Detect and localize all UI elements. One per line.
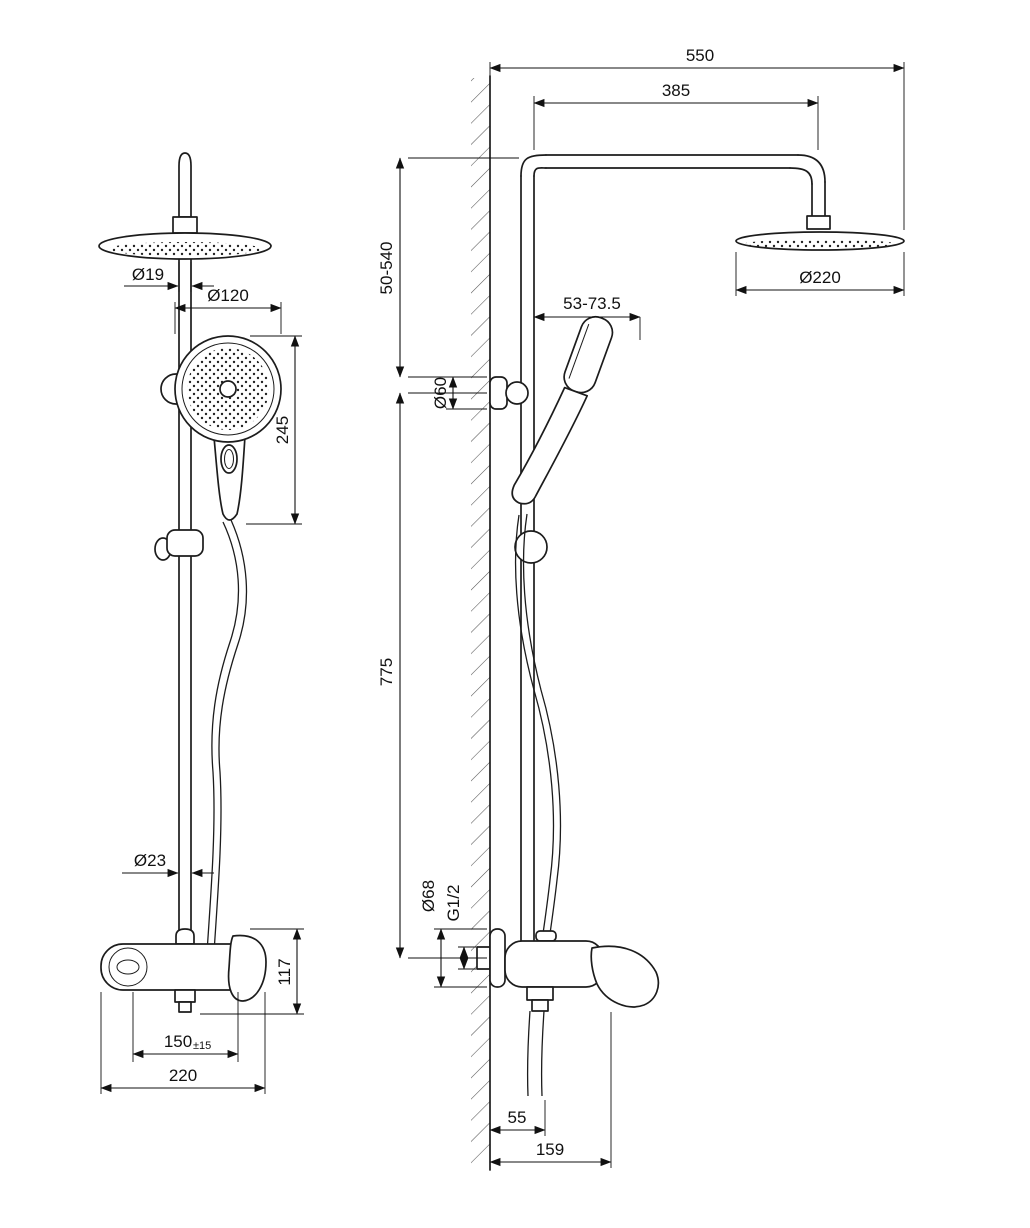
dim-inlet-spacing: 150 ±15 xyxy=(132,992,239,1062)
shower-hose-front xyxy=(206,519,248,953)
dim-label-245: 245 xyxy=(273,416,292,444)
dim-label-159: 159 xyxy=(536,1140,564,1159)
dim-mixer-width: 220 xyxy=(100,992,266,1094)
dim-thread: G1/2 xyxy=(444,885,476,970)
dim-label-d68: Ø68 xyxy=(419,880,438,912)
wall xyxy=(471,75,491,1171)
slide-knob-side xyxy=(514,530,548,564)
rain-shower-head-side xyxy=(735,231,905,251)
dim-label-117: 117 xyxy=(275,958,294,985)
dim-label-220: 220 xyxy=(169,1066,197,1085)
mixer-front xyxy=(100,928,267,1013)
outlet-nut xyxy=(174,989,196,1003)
shower-hose-side xyxy=(514,513,562,986)
mixer-lever-side xyxy=(590,945,660,1008)
dim-mixer-height: 117 xyxy=(200,928,304,1015)
hand-shower-front xyxy=(160,335,282,521)
mixer-side xyxy=(476,928,660,1097)
dim-depth-55: 55 xyxy=(489,1100,546,1136)
dim-label-g12: G1/2 xyxy=(444,885,463,922)
dim-inlet-diameter: Ø19 xyxy=(124,262,214,292)
front-view: Ø19 Ø120 245 Ø23 117 xyxy=(98,152,304,1094)
side-view: 550 385 Ø220 50-540 53-73.5 xyxy=(377,46,905,1171)
mixer-lever-front xyxy=(227,934,267,1002)
dim-holder-offset: 53-73.5 xyxy=(533,294,641,340)
dim-overall-reach: 550 xyxy=(489,46,905,230)
dim-label-385: 385 xyxy=(662,81,690,100)
dim-label-d23: Ø23 xyxy=(134,851,166,870)
rain-head-spray-face xyxy=(108,242,262,256)
mixer-body-side xyxy=(504,940,604,988)
dim-riser-diameter: Ø23 xyxy=(122,851,214,878)
dim-riser-height: 775 xyxy=(377,392,487,959)
dim-label-d120: Ø120 xyxy=(207,286,249,305)
dim-label-d220: Ø220 xyxy=(799,268,841,287)
riser-and-arm-side xyxy=(520,154,831,949)
outlet-nut-side xyxy=(526,986,554,1001)
dim-hand-shower-length: 245 xyxy=(246,335,302,525)
connector-nut xyxy=(172,216,198,234)
dim-head-diameter: Ø220 xyxy=(735,252,905,296)
dim-label-53-73.5: 53-73.5 xyxy=(563,294,621,313)
inlet-pipe-front xyxy=(172,152,198,234)
diverter-knob xyxy=(175,928,195,945)
dim-label-d19: Ø19 xyxy=(132,265,164,284)
dim-label-50-540: 50-540 xyxy=(377,242,396,295)
head-connector-nut xyxy=(806,215,831,230)
wall-bracket-side xyxy=(489,376,529,410)
dim-label-150-tol: ±15 xyxy=(193,1040,211,1052)
mode-button xyxy=(220,444,238,474)
dim-label-55: 55 xyxy=(508,1108,527,1127)
slide-bracket-front xyxy=(154,529,204,561)
dim-label-150: 150 xyxy=(164,1032,192,1051)
dim-escutcheon-diameter: Ø68 xyxy=(419,880,487,988)
mixer-escutcheon xyxy=(489,928,506,988)
dim-arm-reach: 385 xyxy=(533,81,819,150)
dim-hand-shower-diameter: Ø120 xyxy=(174,286,282,334)
rain-shower-head-front xyxy=(98,232,272,260)
dim-label-775: 775 xyxy=(377,658,396,686)
wall-hatching xyxy=(471,78,490,1164)
dim-label-550: 550 xyxy=(686,46,714,65)
hand-shower-side xyxy=(511,315,614,505)
hand-shower-handle-side xyxy=(511,386,589,505)
dim-depth-159: 159 xyxy=(489,1012,612,1168)
dim-height-range: 50-540 xyxy=(377,157,519,378)
rain-head-spray-face-side xyxy=(744,239,896,249)
